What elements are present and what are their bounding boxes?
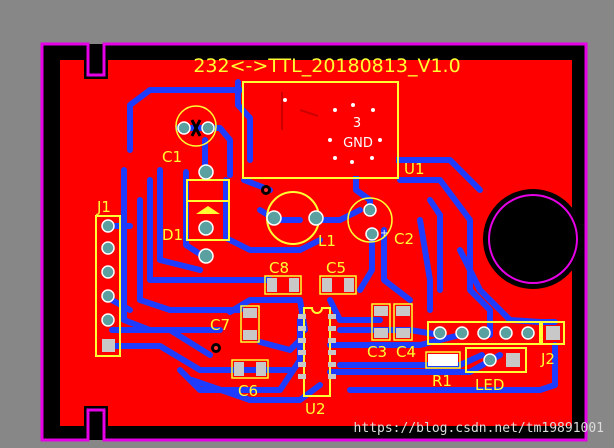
label-c1: C1 bbox=[162, 148, 182, 166]
board-title: 232<->TTL_20180813_V1.0 bbox=[193, 55, 460, 77]
d1-footprint[interactable] bbox=[186, 164, 230, 264]
r1-footprint[interactable] bbox=[425, 351, 461, 369]
c8-footprint[interactable] bbox=[264, 275, 302, 295]
label-led: LED bbox=[475, 376, 504, 394]
c7-footprint[interactable] bbox=[240, 305, 260, 343]
label-c5: C5 bbox=[326, 259, 346, 277]
label-u1: U1 bbox=[404, 160, 425, 178]
label-c4: C4 bbox=[396, 343, 416, 361]
test-point-2 bbox=[211, 343, 221, 353]
mounting-hole bbox=[483, 189, 583, 289]
label-c2: C2 bbox=[394, 230, 414, 248]
c4-footprint[interactable] bbox=[393, 303, 413, 341]
board-outline bbox=[40, 42, 588, 442]
u2-footprint[interactable] bbox=[298, 307, 336, 397]
c1-footprint[interactable] bbox=[175, 105, 217, 147]
c5-footprint[interactable] bbox=[319, 275, 357, 295]
u1-footprint[interactable] bbox=[242, 81, 399, 179]
program-header[interactable] bbox=[427, 321, 565, 345]
label-j1: J1 bbox=[96, 198, 111, 216]
label-u2: U2 bbox=[305, 400, 326, 418]
c2-plus-sign: + bbox=[380, 228, 388, 239]
label-c8: C8 bbox=[269, 259, 289, 277]
watermark: https://blog.csdn.net/tm19891001 bbox=[354, 421, 604, 436]
u1-pad-number: 3 bbox=[353, 116, 361, 131]
u1-pad-net: GND bbox=[343, 136, 373, 151]
j1-header[interactable] bbox=[95, 215, 121, 357]
l1-footprint[interactable] bbox=[266, 191, 324, 245]
c2-footprint[interactable]: + bbox=[347, 197, 393, 243]
label-c7: C7 bbox=[210, 316, 230, 334]
label-d1: D1 bbox=[162, 226, 183, 244]
label-c3: C3 bbox=[367, 343, 387, 361]
led-footprint[interactable] bbox=[465, 347, 527, 373]
c6-footprint[interactable] bbox=[231, 359, 269, 379]
label-j2: J2 bbox=[540, 350, 555, 368]
label-r1: R1 bbox=[432, 372, 452, 390]
label-c6: C6 bbox=[238, 382, 258, 400]
label-l1: L1 bbox=[318, 232, 336, 250]
test-point bbox=[261, 185, 271, 195]
c3-footprint[interactable] bbox=[371, 303, 391, 341]
